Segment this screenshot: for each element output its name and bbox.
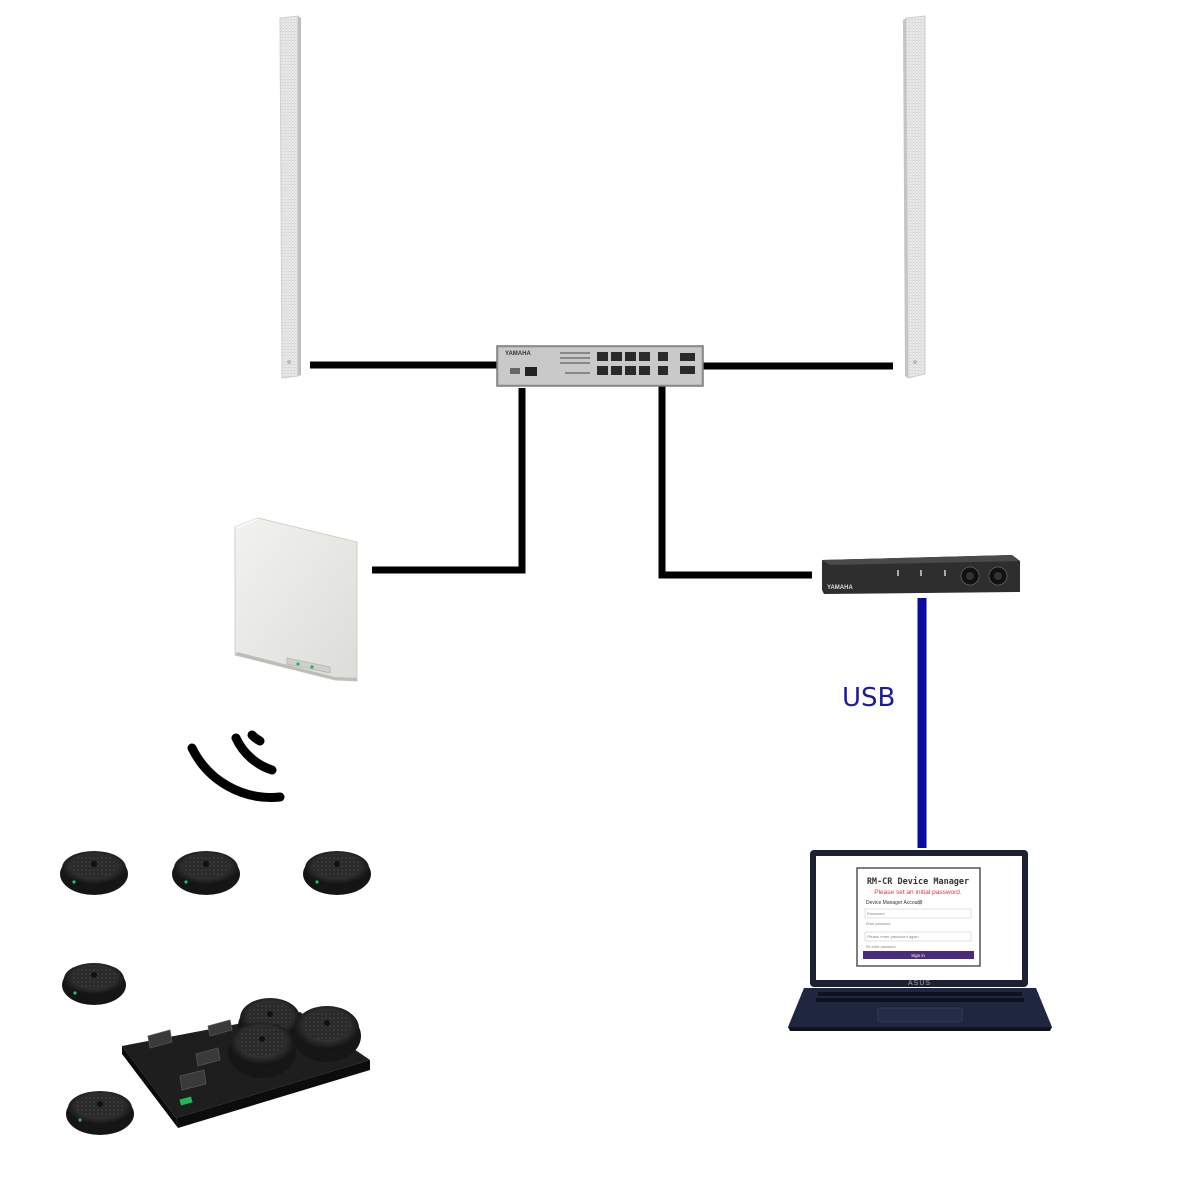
- dm-signin-button[interactable]: [863, 951, 974, 959]
- dm-confirm-field[interactable]: [864, 931, 972, 942]
- column-speaker-left: [279, 15, 301, 379]
- microphone-5: [66, 1091, 134, 1135]
- usb-label: USB: [842, 683, 895, 713]
- dm-title: RM-CR Device Manager: [867, 876, 969, 887]
- microphone-4: [62, 963, 126, 1005]
- ethernet-cables: [310, 361, 893, 579]
- dm-password-field[interactable]: [864, 908, 972, 919]
- dm-confirm-hint: Re-enter password: [866, 945, 896, 949]
- dm-password-placeholder: Password: [867, 911, 885, 916]
- dm-account-label: Device Manager Account: [866, 900, 922, 906]
- wireless-access-point: [234, 517, 358, 682]
- charging-station: [122, 998, 370, 1128]
- device-manager-window: RM-CR Device Manager Please set an initi…: [856, 867, 981, 967]
- laptop-brand: ASUS: [908, 980, 931, 987]
- dm-subtitle: Please set an initial password.: [874, 889, 962, 896]
- switch-ports: [597, 352, 695, 375]
- laptop: ASUS RM-CR Device Manager Please set an …: [788, 850, 1052, 1031]
- dm-confirm-placeholder: Please enter password again: [867, 934, 919, 939]
- cable-access-point: [372, 388, 526, 574]
- microphone-3: [303, 851, 371, 895]
- processor-brand: YAMAHA: [827, 585, 853, 591]
- laptop-keyboard: [816, 992, 1024, 1002]
- dm-password-hint: Enter password: [866, 922, 890, 926]
- microphone-2: [172, 851, 240, 895]
- column-speaker-right: [903, 15, 926, 379]
- audio-processor: YAMAHA: [822, 555, 1020, 594]
- network-switch: YAMAHA: [496, 345, 704, 387]
- switch-brand: YAMAHA: [505, 351, 531, 357]
- dm-signin-label: Sign in: [911, 953, 925, 958]
- docked-microphone-2: [293, 1006, 361, 1062]
- cable-processor: [658, 385, 812, 579]
- wireless-microphones: [60, 851, 371, 1135]
- microphone-1: [60, 851, 128, 895]
- wireless-signal-icon: [187, 730, 285, 802]
- docked-microphone-3: [228, 1022, 296, 1078]
